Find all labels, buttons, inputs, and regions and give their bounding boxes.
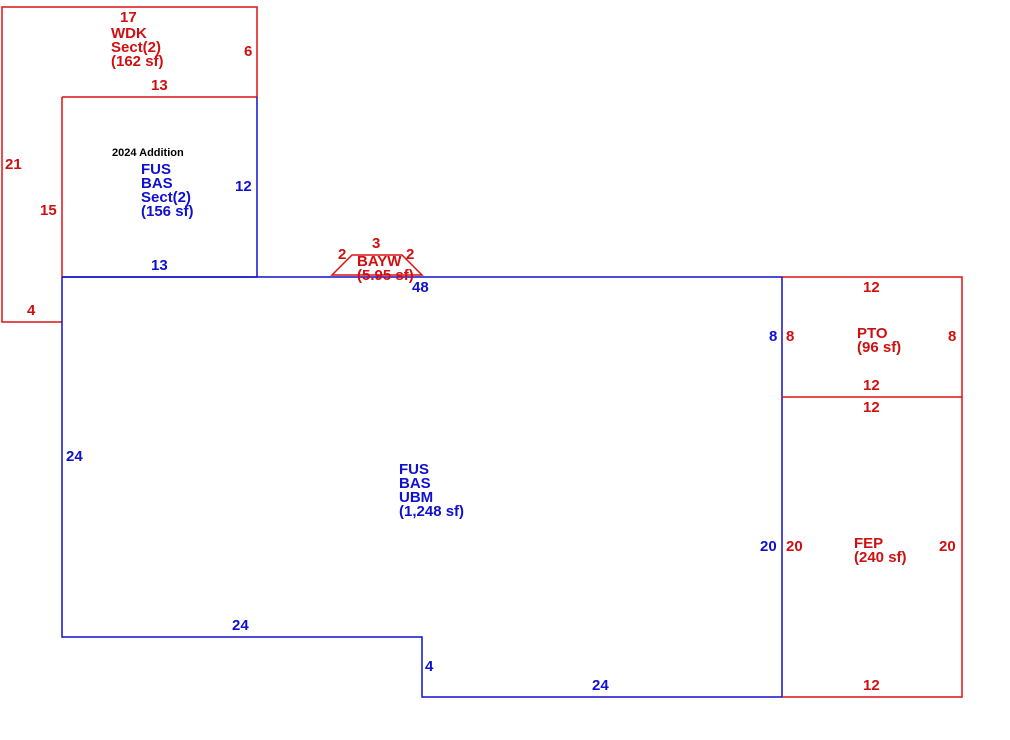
fep-label: FEP (240 sf) [854, 535, 907, 566]
dim-wdk-top: 17 [120, 9, 137, 26]
dim-pto-left: 8 [786, 328, 794, 345]
wdk-outline [1, 6, 258, 323]
dim-main-left: 24 [66, 448, 83, 465]
wdk-label: WDK Sect(2) (162 sf) [111, 25, 165, 70]
fus-sect2-label: FUS BAS Sect(2) (156 sf) [141, 161, 195, 220]
fep-outline [782, 397, 963, 698]
dim-fep-left: 20 [786, 538, 803, 555]
dim-main-bottom-right: 24 [592, 677, 609, 694]
dim-addition-left: 15 [40, 202, 57, 219]
dim-bay-top: 3 [372, 235, 380, 252]
dim-main-right-upper: 8 [769, 328, 777, 345]
addition-note: 2024 Addition [112, 147, 184, 159]
pto-label: PTO (96 sf) [857, 325, 901, 356]
pto-outline [782, 276, 963, 398]
dim-addition-right: 12 [235, 178, 252, 195]
dim-pto-bottom: 12 [863, 377, 880, 394]
dim-fep-bottom: 12 [863, 677, 880, 694]
dim-bay-left: 2 [338, 246, 346, 263]
dim-main-bottom-left: 24 [232, 617, 249, 634]
dim-bay-right: 2 [406, 246, 414, 263]
dim-pto-right: 8 [948, 328, 956, 345]
dim-fep-top: 12 [863, 399, 880, 416]
dim-main-top: 48 [412, 279, 429, 296]
dim-wdk-right: 6 [244, 43, 252, 60]
dim-pto-top: 12 [863, 279, 880, 296]
bay-window-outline [330, 254, 424, 276]
main-area-label: FUS BAS UBM (1,248 sf) [399, 461, 464, 520]
dim-main-step: 4 [425, 658, 434, 675]
dim-wdk-bottom-left: 4 [27, 302, 36, 319]
dim-addition-bottom: 13 [151, 257, 168, 274]
dim-wdk-left: 21 [5, 156, 22, 173]
dim-fep-right: 20 [939, 538, 956, 555]
dim-main-right-lower: 20 [760, 538, 777, 555]
bay-window-label: BAYW (5.95 sf) [357, 253, 414, 284]
dim-addition-top: 13 [151, 77, 168, 94]
